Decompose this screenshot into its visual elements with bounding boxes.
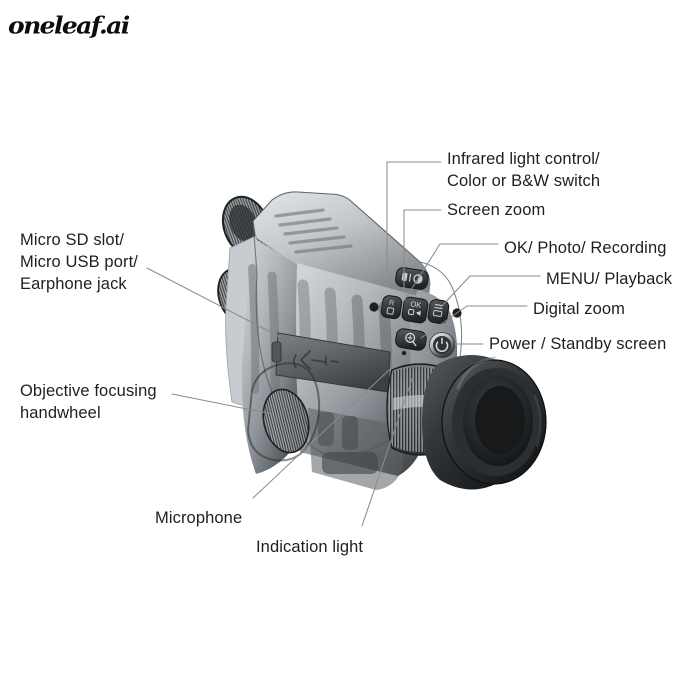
power-standby-button[interactable] xyxy=(429,332,455,358)
label-line: Screen zoom xyxy=(447,201,546,219)
callout-label-objective-handwheel: Objective focusing handwheel xyxy=(20,380,157,424)
label-line: Digital zoom xyxy=(533,300,625,318)
ok-photo-recording-button[interactable]: OK xyxy=(401,296,429,324)
callout-label-power-standby: Power / Standby screen xyxy=(489,333,666,355)
label-line: MENU/ Playback xyxy=(546,270,673,288)
label-line: Indication light xyxy=(256,538,364,556)
callout-label-micro-sd-usb-earphone: Micro SD slot/ Micro USB port/ Earphone … xyxy=(20,229,138,295)
label-line: Micro USB port/ xyxy=(20,253,138,271)
label-line: Color or B&W switch xyxy=(447,172,601,190)
callout-label-menu-playback: MENU/ Playback xyxy=(546,268,672,290)
digital-zoom-button[interactable] xyxy=(395,328,428,351)
brand-wordmark-text: oneleaf.ai xyxy=(8,12,130,39)
callout-label-screen-zoom: Screen zoom xyxy=(447,199,545,221)
label-line: Microphone xyxy=(155,509,243,527)
menu-playback-button[interactable] xyxy=(427,299,450,325)
microphone-pinhole xyxy=(401,350,407,356)
screen-zoom-left-button[interactable]: R xyxy=(380,295,403,320)
label-line: Micro SD slot/ xyxy=(20,231,125,249)
label-line: OK/ Photo/ Recording xyxy=(504,239,667,257)
callout-label-digital-zoom: Digital zoom xyxy=(533,298,625,320)
label-line: Earphone jack xyxy=(20,275,127,293)
brand-logo: oneleaf.ai xyxy=(8,8,138,44)
callout-label-microphone: Microphone xyxy=(155,507,242,529)
label-line: Objective focusing xyxy=(20,382,157,400)
eyepiece-rubber-eyecup xyxy=(422,355,547,490)
callout-label-ok-photo-recording: OK/ Photo/ Recording xyxy=(504,237,667,259)
label-line: Infrared light control/ xyxy=(447,150,600,168)
top-vent-ribs xyxy=(274,208,353,254)
svg-text:R: R xyxy=(388,300,394,308)
callout-label-indication-light: Indication light xyxy=(256,536,363,558)
callout-label-infrared-light-control: Infrared light control/ Color or B&W swi… xyxy=(447,148,600,192)
label-line: handwheel xyxy=(20,404,101,422)
label-line: Power / Standby screen xyxy=(489,335,667,353)
svg-text:OK: OK xyxy=(410,299,422,310)
